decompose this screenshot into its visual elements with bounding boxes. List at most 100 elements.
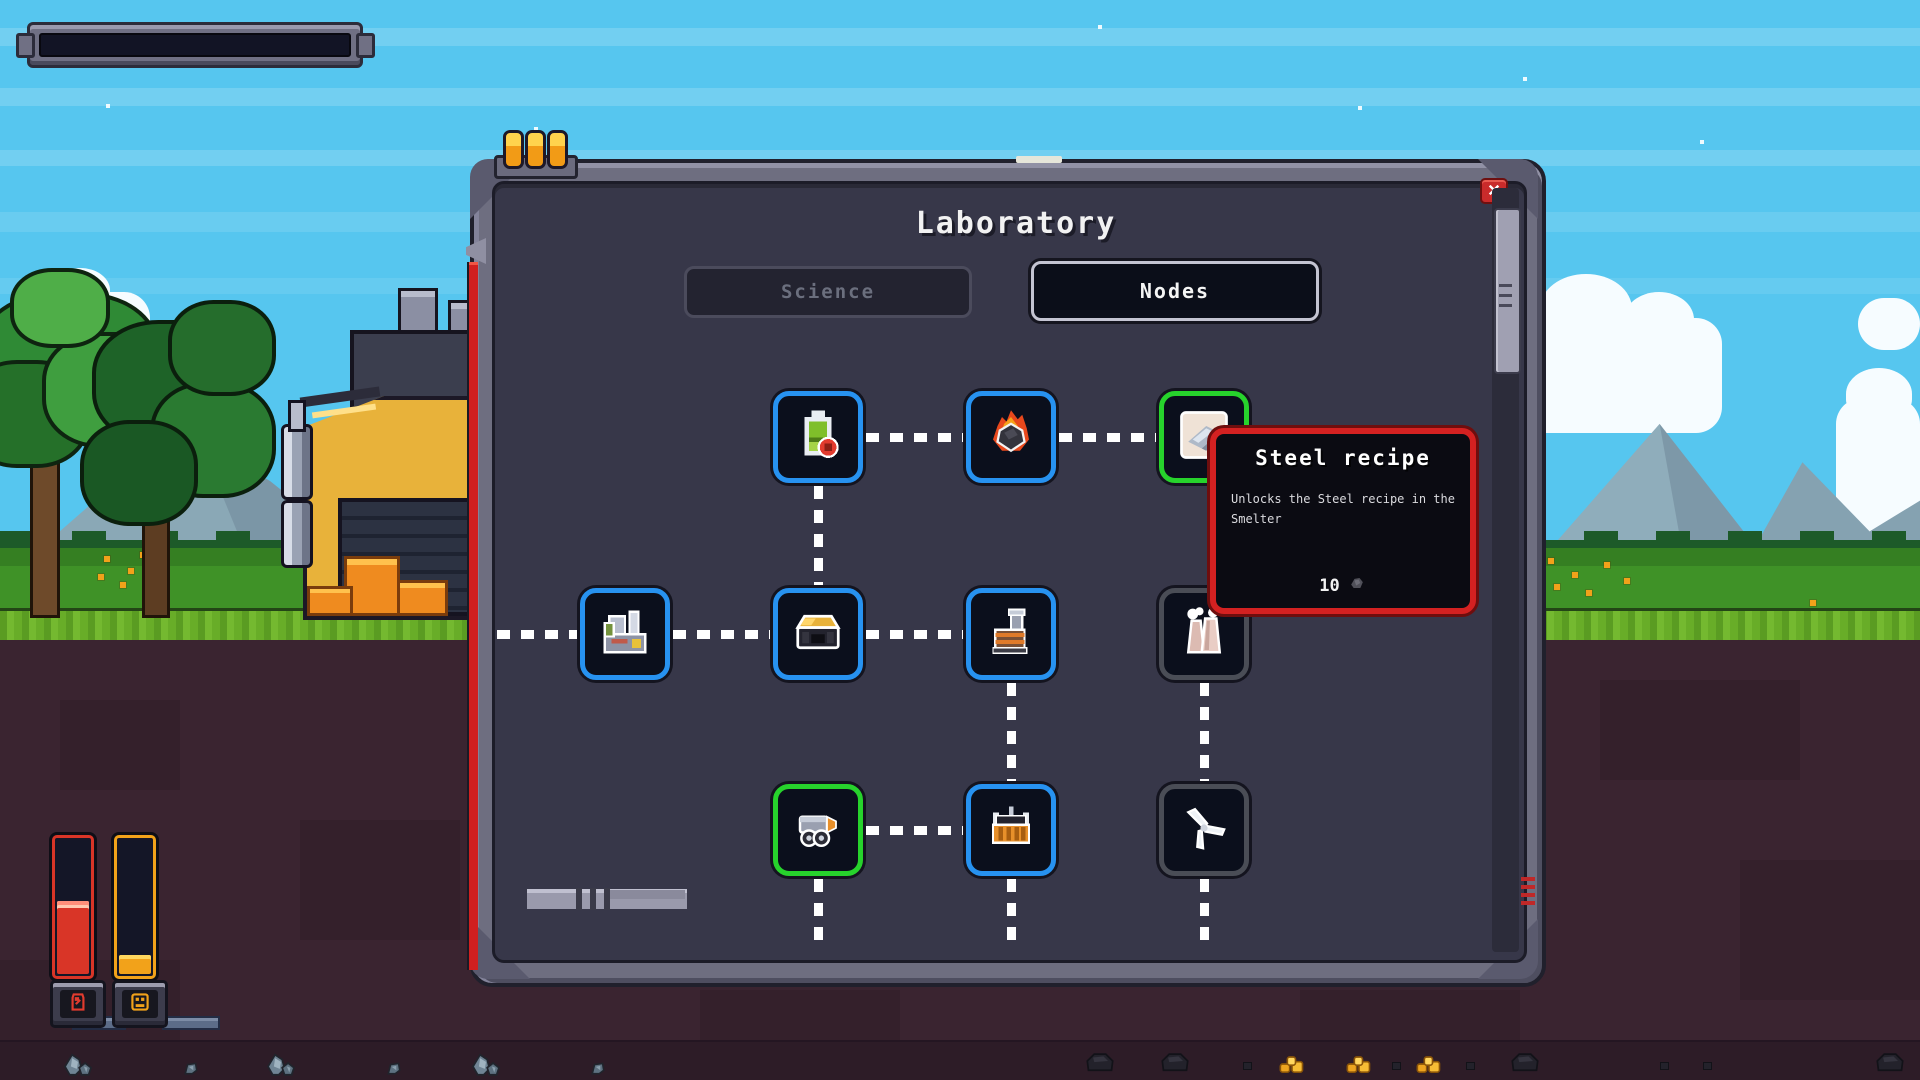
ground-item-chip	[386, 1060, 402, 1079]
tooltip-cost-value: 10	[1319, 575, 1340, 596]
tooltip-cost: 10	[1216, 573, 1470, 598]
flower	[98, 574, 104, 580]
tech-node-burning-coal[interactable]	[966, 391, 1056, 483]
furnace-face-icon	[127, 989, 153, 1019]
science-rock-icon	[1347, 573, 1367, 598]
ground-item-rock	[1160, 1050, 1190, 1076]
ground-item-gold	[1278, 1054, 1306, 1078]
pipe-slot	[576, 888, 582, 910]
tech-node-container[interactable]	[966, 784, 1056, 876]
frame-red-dash	[1521, 877, 1535, 881]
nuclear-icon	[1177, 605, 1231, 663]
tech-node-wind-turbine[interactable]	[1159, 784, 1249, 876]
ground-item-rock	[1510, 1050, 1540, 1076]
flower	[1586, 590, 1592, 596]
crate	[307, 586, 353, 616]
flower	[1548, 558, 1554, 564]
star	[1098, 25, 1102, 29]
crate	[396, 580, 448, 616]
soil-patch	[60, 700, 180, 790]
tab-nodes-label: Nodes	[1139, 279, 1211, 303]
star	[1523, 77, 1527, 81]
flower	[1572, 572, 1578, 578]
tooltip-description: Unlocks the Steel recipe in the Smelter	[1231, 492, 1455, 526]
frame-red-stripe	[469, 262, 478, 970]
frame-notch	[1016, 156, 1062, 163]
ground-item-rock	[1875, 1050, 1905, 1076]
tree-edge-stub	[1200, 879, 1209, 941]
tech-node-assembler[interactable]	[580, 588, 670, 680]
flower	[1604, 562, 1610, 568]
vent-pipe	[547, 130, 568, 169]
vent-pipe	[503, 130, 524, 169]
soil-patch	[300, 820, 460, 940]
ground-item-crystal	[470, 1050, 502, 1080]
flower	[1554, 584, 1560, 590]
pipe-decoration	[607, 890, 685, 899]
tank	[281, 500, 313, 568]
cloud	[1512, 274, 1722, 433]
flower	[120, 582, 126, 588]
tree-edge-stub	[814, 879, 823, 941]
sky-band	[0, 28, 1920, 46]
tree-edge	[1007, 683, 1016, 781]
energy-bar	[114, 835, 156, 979]
ground-item-tile	[162, 1016, 220, 1030]
ground-item-chip	[590, 1060, 606, 1079]
flower	[104, 556, 110, 562]
tree-edge-stub	[1007, 879, 1016, 941]
tab-nodes[interactable]: Nodes	[1031, 261, 1319, 321]
pipe-slot	[590, 888, 596, 910]
energy-bar-base	[112, 980, 168, 1028]
ground-item-bit	[1392, 1062, 1401, 1070]
frame-red-dash	[1521, 901, 1535, 905]
tree-edge-stub	[497, 630, 577, 639]
frame-red-dash	[1521, 885, 1535, 889]
ground-item-crystal	[265, 1050, 297, 1080]
health-bar	[52, 835, 94, 979]
pipe-slot	[604, 888, 610, 910]
tech-node-drill[interactable]	[773, 784, 863, 876]
tech-node-furnace[interactable]	[966, 588, 1056, 680]
ground-item-rock	[1085, 1050, 1115, 1076]
drill-icon	[791, 801, 845, 859]
star	[534, 127, 538, 131]
soil-patch	[1740, 860, 1920, 1000]
tree-edge	[866, 630, 963, 639]
tooltip-title: Steel recipe	[1255, 446, 1431, 470]
tech-node-gold-storage[interactable]	[773, 588, 863, 680]
tree-edge	[866, 826, 963, 835]
tech-node-power-cell[interactable]	[773, 391, 863, 483]
flower	[128, 568, 134, 574]
top-progress-bar-track	[39, 33, 351, 57]
health-bar-fill	[57, 900, 89, 974]
container-icon	[984, 801, 1038, 859]
flower	[1810, 600, 1816, 606]
ground-item-gold	[1345, 1054, 1373, 1078]
furnace-icon	[984, 605, 1038, 663]
ground-item-gold	[1415, 1054, 1443, 1078]
sky-band	[0, 88, 1920, 106]
star	[1358, 106, 1362, 110]
assembler-icon	[598, 605, 652, 663]
energy-bar-fill	[119, 954, 151, 974]
health-bar-base	[50, 980, 106, 1028]
ground-item-bit	[1243, 1062, 1252, 1070]
cloud	[1858, 298, 1920, 350]
ground-item-chip	[183, 1060, 199, 1079]
ground-item-bit	[1660, 1062, 1669, 1070]
tank	[281, 424, 313, 500]
progress-bar-cap	[356, 33, 375, 58]
node-tooltip: Steel recipe Unlocks the Steel recipe in…	[1210, 428, 1476, 614]
tab-science[interactable]: Science	[684, 266, 972, 318]
canister-icon	[65, 989, 91, 1019]
scrollbar-thumb[interactable]	[1494, 208, 1521, 374]
flower	[1624, 578, 1630, 584]
frame-red-dash	[1521, 893, 1535, 897]
star	[1700, 140, 1704, 144]
star	[106, 104, 110, 108]
battery-icon	[791, 408, 845, 466]
tree-edge	[1059, 433, 1156, 442]
tree-edge	[1200, 683, 1209, 781]
